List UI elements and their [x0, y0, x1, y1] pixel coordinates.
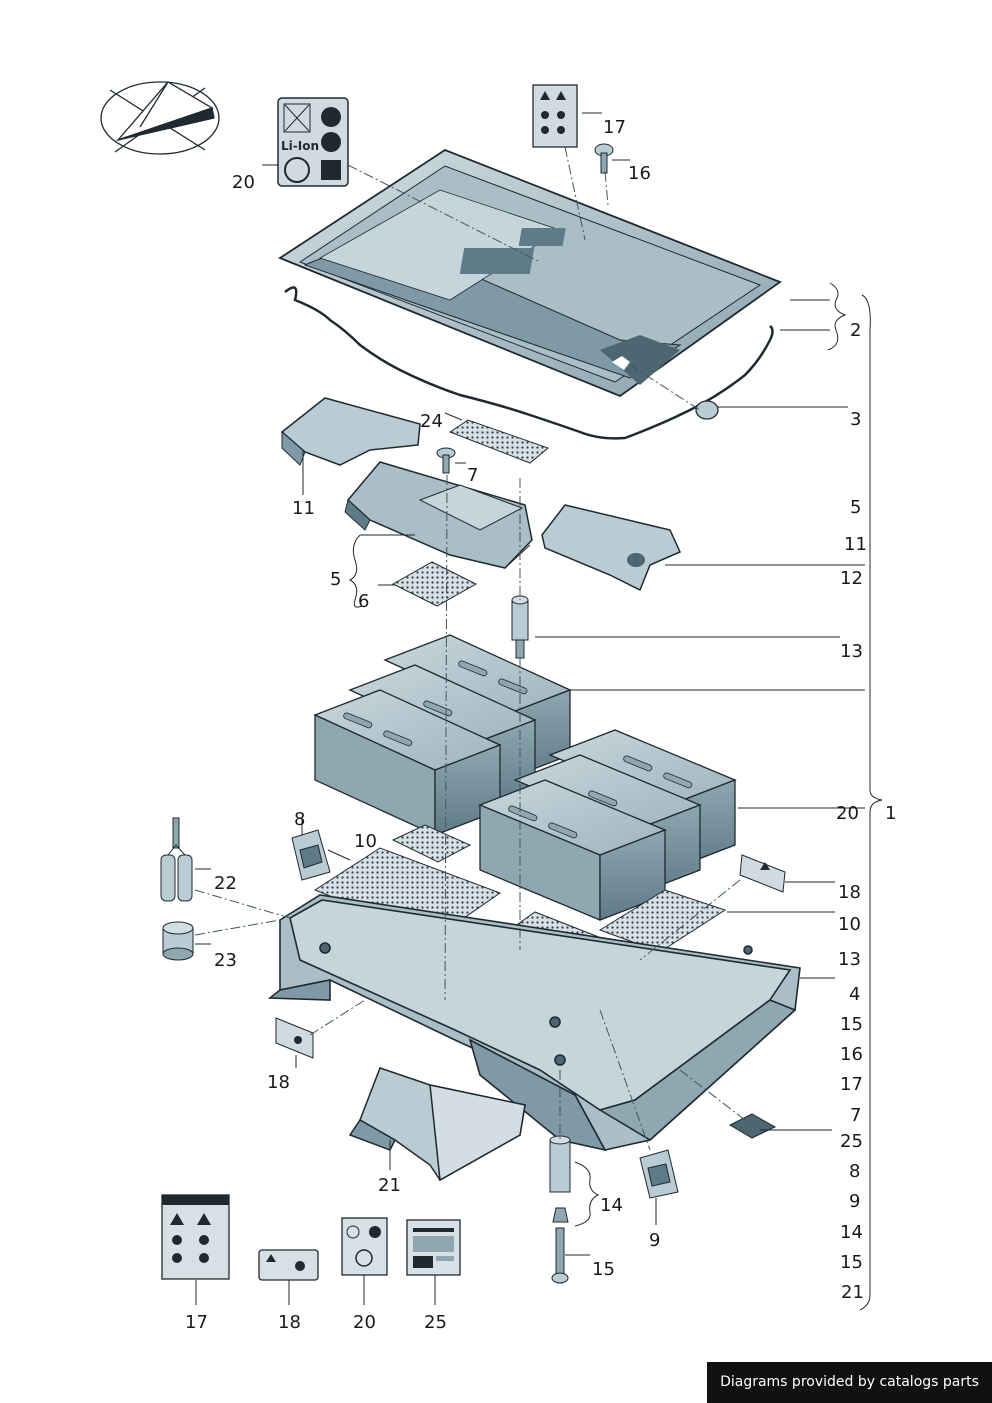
- plug-3: [695, 400, 719, 420]
- side-panel-21: [348, 1067, 526, 1182]
- battery-modules-upper: [313, 634, 572, 837]
- mesh-6: [391, 561, 478, 607]
- recycling-label-20-bottom: [341, 1217, 388, 1276]
- callout-20: 20: [232, 172, 255, 193]
- bracket-item-9: 9: [849, 1191, 861, 1212]
- bracket-item-16: 16: [840, 1044, 863, 1065]
- warning-label-sticker-top: [532, 84, 578, 148]
- bracket-item-14: 14: [840, 1222, 863, 1243]
- control-module-5: [344, 461, 533, 569]
- li-ion-label-sticker: Li-Ion: [277, 97, 349, 187]
- callout-13-right: 13: [838, 949, 861, 970]
- bracket-item-17: 17: [840, 1074, 863, 1095]
- callout-2: 2: [850, 320, 862, 341]
- sealant-cartridge-22: [160, 817, 193, 902]
- mesh-10-left-small: [391, 824, 472, 863]
- seal-gasket: [284, 286, 774, 440]
- assembly-guide-lines: [194, 146, 746, 1151]
- callout-9: 9: [649, 1230, 661, 1251]
- callout-10-left: 10: [354, 831, 377, 852]
- battery-cover-lid: [278, 148, 782, 398]
- callout-5-right: 5: [850, 497, 862, 518]
- bracket-item-7: 7: [850, 1105, 862, 1126]
- warning-label-17-bottom: [161, 1194, 230, 1280]
- bracket-item-4: 4: [849, 984, 861, 1005]
- callout-11-left: 11: [292, 498, 315, 519]
- leader-lines: [195, 112, 883, 1311]
- bracket-item-8: 8: [849, 1161, 861, 1182]
- warning-label-18-bottom: [258, 1249, 319, 1281]
- callout-11-right: 11: [844, 534, 867, 555]
- cover-12-right: [541, 504, 681, 592]
- bracket-8: [291, 829, 331, 881]
- screw-7: [436, 447, 456, 474]
- label-25-small: [728, 1113, 777, 1139]
- callout-5-left: 5: [330, 569, 342, 590]
- screw-16: [594, 143, 614, 174]
- sleeve-and-bolt-14-15: [549, 1135, 571, 1284]
- credit-banner: Diagrams provided by catalogs parts: [707, 1362, 992, 1403]
- canister-23: [162, 921, 194, 961]
- callout-15: 15: [592, 1259, 615, 1280]
- callout-3: 3: [850, 409, 862, 430]
- spacer-13: [511, 595, 529, 659]
- callout-22: 22: [214, 873, 237, 894]
- callout-18-bottom: 18: [278, 1312, 301, 1333]
- battery-housing-tray: [267, 894, 801, 1152]
- callout-20-bottom: 20: [353, 1312, 376, 1333]
- info-label-25-bottom: [406, 1219, 461, 1276]
- direction-compass-icon: [100, 81, 220, 155]
- cover-11-left: [280, 397, 421, 466]
- callout-24: 24: [420, 411, 443, 432]
- callout-23: 23: [214, 950, 237, 971]
- bracket-item-15b: 15: [840, 1252, 863, 1273]
- callout-25-right: 25: [840, 1131, 863, 1152]
- callout-18-left: 18: [267, 1072, 290, 1093]
- callout-17-bottom: 17: [185, 1312, 208, 1333]
- callout-21: 21: [378, 1175, 401, 1196]
- callout-1: 1: [885, 803, 897, 824]
- callout-12: 12: [840, 568, 863, 589]
- callout-16: 16: [628, 163, 651, 184]
- warning-label-18-right: [739, 854, 786, 893]
- callout-18-right: 18: [838, 882, 861, 903]
- callout-7: 7: [467, 465, 479, 486]
- bracket-item-15: 15: [840, 1014, 863, 1035]
- bracket-9: [639, 1149, 679, 1199]
- bracket-item-21: 21: [841, 1282, 864, 1303]
- callout-20-right: 20: [836, 803, 859, 824]
- callout-6: 6: [358, 591, 370, 612]
- battery-modules-lower: [478, 729, 737, 921]
- callout-14: 14: [600, 1195, 623, 1216]
- warning-label-18-left: [275, 1017, 314, 1059]
- callout-10-right: 10: [838, 914, 861, 935]
- mesh-24: [448, 419, 549, 464]
- callout-17: 17: [603, 117, 626, 138]
- callout-8: 8: [294, 809, 306, 830]
- callout-25-bottom: 25: [424, 1312, 447, 1333]
- li-ion-text: Li-Ion: [281, 139, 319, 153]
- callout-13: 13: [840, 641, 863, 662]
